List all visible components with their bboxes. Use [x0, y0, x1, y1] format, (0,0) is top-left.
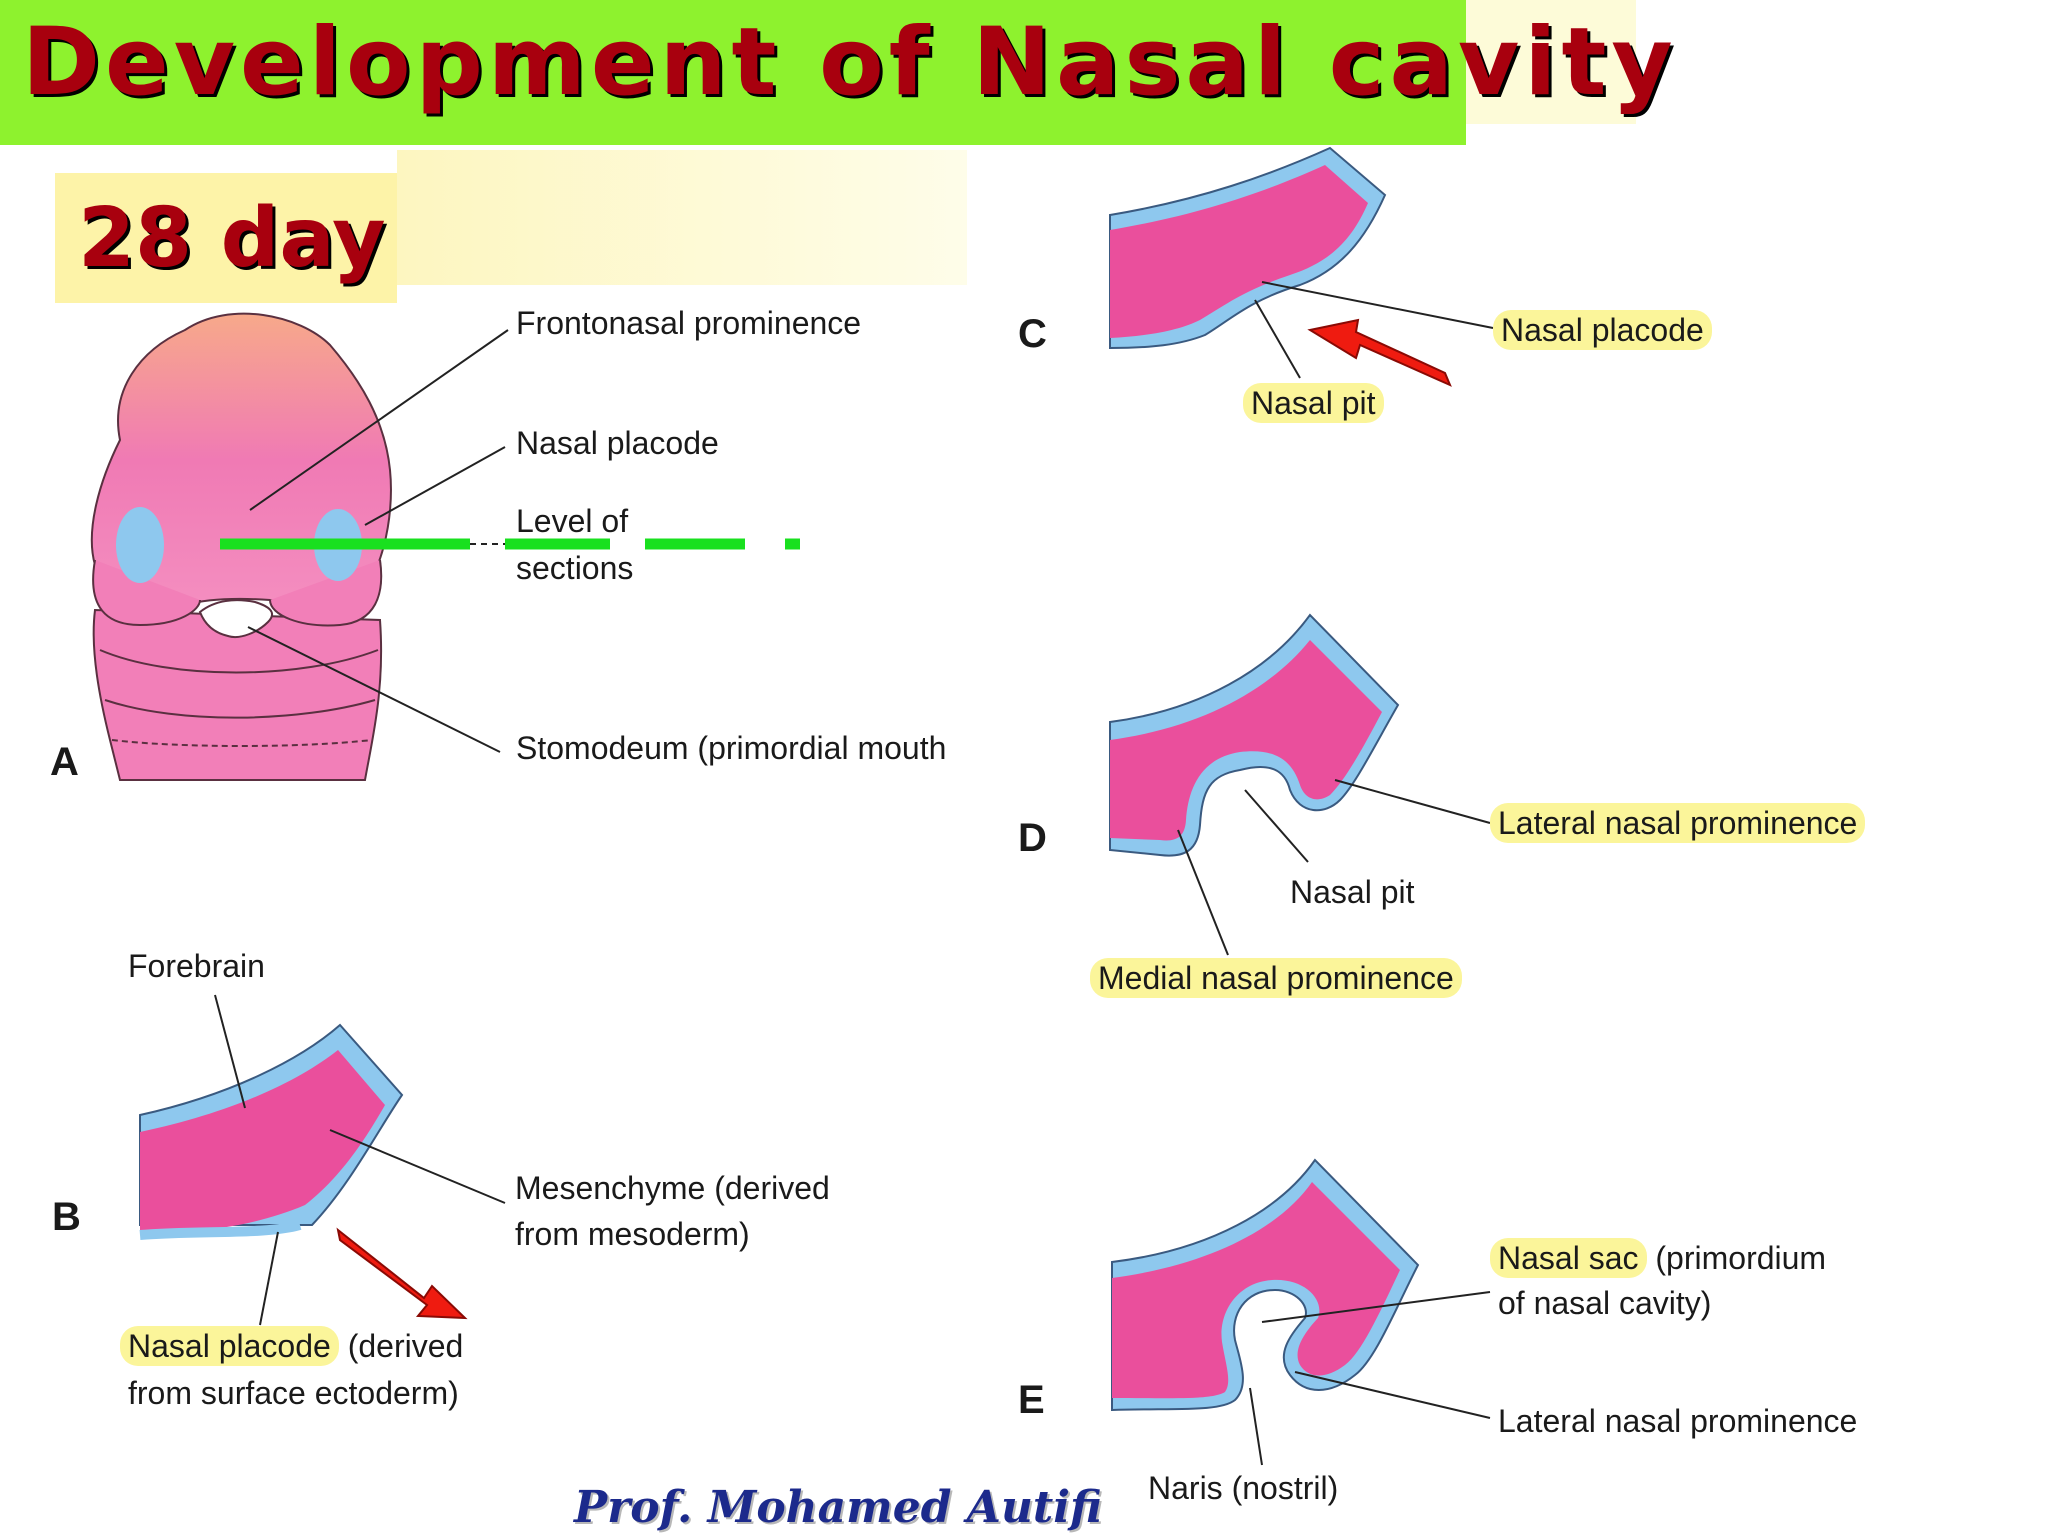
- panel-letter-e: E: [1018, 1378, 1045, 1422]
- panel-a-embryo-face: [90, 312, 800, 781]
- panel-letter-d: D: [1018, 816, 1047, 860]
- label-nasal-placode-a: Nasal placode: [516, 425, 719, 461]
- author-signature: Prof. Mohamed Autifi: [574, 1482, 1102, 1533]
- panel-c-section: [1109, 146, 1494, 387]
- label-naris: Naris (nostril): [1148, 1470, 1339, 1506]
- day-label: 28 day: [78, 191, 386, 286]
- label-frontonasal-prominence: Frontonasal prominence: [516, 305, 862, 341]
- label-sections: sections: [516, 550, 634, 586]
- stomodeum: [198, 599, 274, 638]
- label-lateral-nasal-prominence-e: Lateral nasal prominence: [1498, 1403, 1858, 1439]
- left-nasal-placode: [116, 507, 164, 583]
- label-nasal-pit-d: Nasal pit: [1290, 874, 1415, 910]
- panel-letter-a: A: [50, 740, 79, 784]
- pharyngeal-arches: [92, 608, 383, 781]
- day-label-fade: [397, 150, 967, 285]
- panel-b-section: [139, 994, 506, 1326]
- panel-e-section: [1111, 1158, 1491, 1466]
- highlight-medial-nasal-prominence: Medial nasal prominence: [1090, 958, 1462, 998]
- label-forebrain: Forebrain: [128, 948, 265, 984]
- label-mesenchyme-line2: from mesoderm): [515, 1216, 750, 1252]
- label-primordium: (primordium: [1646, 1240, 1827, 1276]
- label-derived: (derived: [338, 1328, 464, 1364]
- label-nasal-placode-c: Nasal placode: [1493, 310, 1712, 350]
- label-nasal-pit-c: Nasal pit: [1243, 383, 1384, 423]
- title-bar-extension: [1466, 0, 1636, 124]
- highlight-nasal-placode-c: Nasal placode: [1493, 310, 1712, 350]
- label-nasal-sac: Nasal sac (primordium: [1490, 1238, 1827, 1278]
- panel-letter-b: B: [52, 1195, 81, 1239]
- arrow-icon: [1307, 318, 1452, 387]
- label-mesenchyme-line1: Mesenchyme (derived: [515, 1170, 830, 1206]
- highlight-nasal-pit-c: Nasal pit: [1243, 383, 1384, 423]
- panel-letter-c: C: [1018, 312, 1047, 356]
- day-label-box: [55, 173, 397, 303]
- label-stomodeum: Stomodeum (primordial mouth: [516, 730, 947, 766]
- slide-title: Development of Nasal cavity: [22, 8, 1678, 117]
- highlight-nasal-sac: Nasal sac: [1490, 1238, 1647, 1278]
- highlight-nasal-placode: Nasal placode: [120, 1326, 339, 1366]
- label-medial-nasal-prominence: Medial nasal prominence: [1090, 958, 1462, 998]
- arrow-icon: [336, 1227, 468, 1320]
- label-nasal-placode-b: Nasal placode (derived: [120, 1326, 464, 1366]
- panel-d-section: [1109, 613, 1491, 956]
- highlight-lateral-nasal-prominence: Lateral nasal prominence: [1490, 803, 1866, 843]
- label-surface-ectoderm: from surface ectoderm): [128, 1375, 459, 1411]
- label-of-nasal-cavity: of nasal cavity): [1498, 1285, 1712, 1321]
- title-bar: [0, 0, 1466, 145]
- label-lateral-nasal-prominence-d: Lateral nasal prominence: [1490, 803, 1866, 843]
- label-level-of: Level of: [516, 503, 629, 539]
